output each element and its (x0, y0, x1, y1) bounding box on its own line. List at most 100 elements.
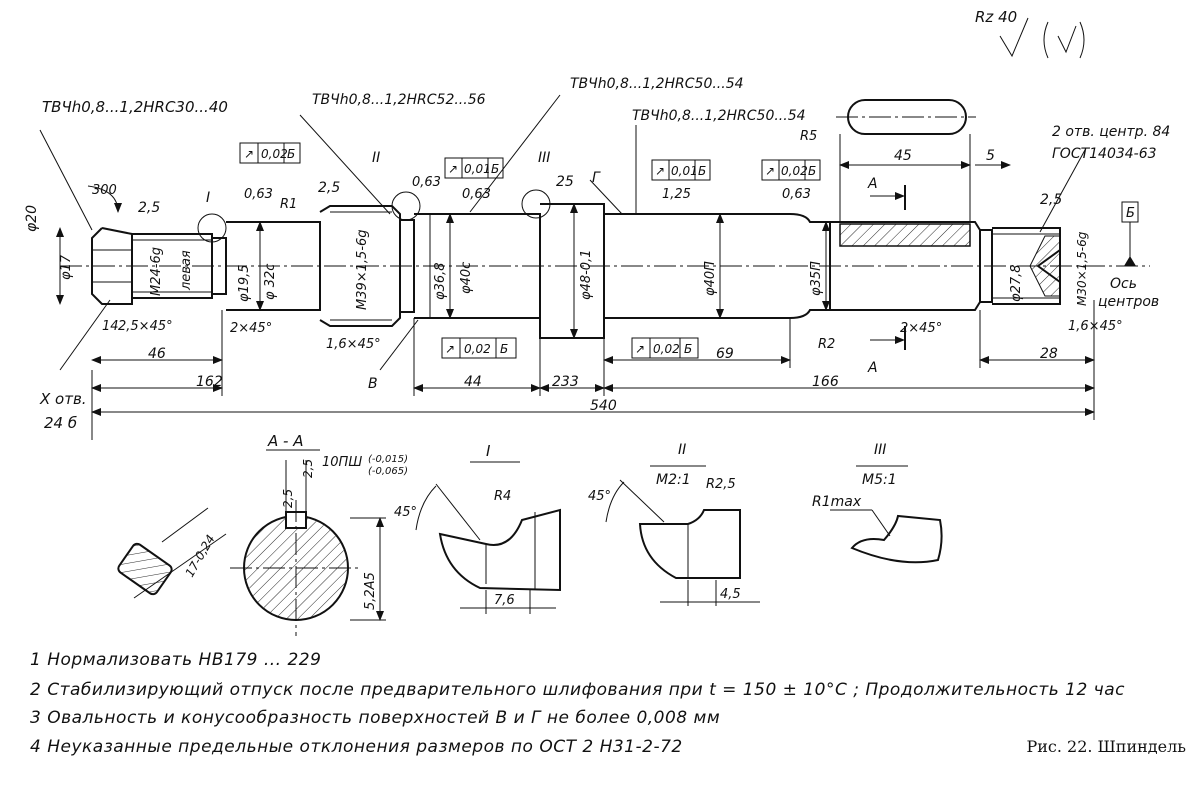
svg-text:45°: 45° (394, 505, 417, 520)
svg-text:0,63: 0,63 (782, 187, 811, 202)
svg-text:1,25: 1,25 (662, 187, 691, 202)
svg-text:Б: Б (1126, 206, 1135, 221)
center-std: ГОСТ14034-63 (1052, 146, 1157, 162)
svg-text:1,6×45°: 1,6×45° (1068, 319, 1123, 334)
svg-text:↗: ↗ (445, 342, 455, 356)
note-1: 1 Нормализовать НВ179 ... 229 (30, 650, 322, 670)
svg-text:2,5: 2,5 (281, 489, 295, 508)
detail-III: III M5:1 R1max (812, 442, 943, 564)
svg-text:7,6: 7,6 (494, 593, 515, 608)
key-view: 17-0,24 (117, 507, 227, 599)
svg-text:↗: ↗ (765, 164, 775, 178)
svg-text:φ17: φ17 (59, 254, 74, 280)
svg-text:45°: 45° (588, 489, 611, 504)
svg-text:2,5×45°: 2,5×45° (118, 319, 173, 334)
svg-text:(-0,065): (-0,065) (368, 466, 408, 477)
svg-text:левая: левая (179, 250, 194, 291)
svg-text:R1max: R1max (812, 494, 862, 510)
svg-text:0,02: 0,02 (261, 147, 288, 161)
svg-text:2,5: 2,5 (1040, 192, 1062, 208)
svg-text:↗: ↗ (244, 147, 254, 161)
svg-text:0,01: 0,01 (464, 162, 491, 176)
svg-text:0,63: 0,63 (412, 175, 441, 190)
svg-text:II: II (678, 442, 686, 458)
svg-text:Б: Б (500, 342, 508, 356)
svg-text:I: I (486, 442, 491, 460)
svg-text:10ПШ: 10ПШ (322, 455, 362, 470)
dimension-lines (39, 94, 1139, 440)
svg-text:центров: центров (1098, 294, 1159, 310)
hardening-left: ТВЧh0,8...1,2HRC30...40 (42, 98, 228, 116)
svg-text:0,63: 0,63 (462, 187, 491, 202)
svg-text:A: A (867, 360, 878, 376)
svg-text:Б: Б (287, 147, 295, 161)
shaft-outline (91, 203, 1061, 339)
svg-text:2×45°: 2×45° (900, 321, 942, 336)
svg-text:0,63: 0,63 (244, 187, 273, 202)
note-4: 4 Неуказанные предельные отклонения разм… (30, 737, 683, 757)
svg-text:233: 233 (552, 374, 579, 390)
detail-II: II M2:1 45° R2,5 4,5 (588, 442, 760, 606)
svg-text:5,2А5: 5,2А5 (363, 572, 378, 610)
roughness-main: Rz 40 (975, 8, 1017, 26)
main-view-labels: ТВЧh0,8...1,2HRC30...40 ТВЧh0,8...1,2HRC… (24, 76, 1170, 432)
svg-text:46: 46 (148, 346, 166, 362)
svg-text:166: 166 (812, 374, 839, 390)
svg-text:0,02: 0,02 (464, 342, 491, 356)
svg-text:25: 25 (556, 174, 574, 190)
svg-text:17-0,24: 17-0,24 (182, 532, 217, 579)
svg-text:φ40П: φ40П (703, 261, 718, 296)
svg-text:R5: R5 (800, 129, 817, 144)
svg-text:4,5: 4,5 (720, 587, 741, 602)
svg-text:M24-6g: M24-6g (149, 247, 164, 296)
svg-text:φ40с: φ40с (459, 262, 474, 294)
hardening-mid: ТВЧh0,8...1,2HRC50...54 (570, 76, 744, 92)
svg-text:162: 162 (196, 374, 223, 390)
center-holes: 2 отв. центр. 84 (1052, 124, 1170, 140)
svg-text:45: 45 (894, 148, 912, 164)
svg-text:R4: R4 (494, 489, 511, 504)
svg-text:φ20: φ20 (24, 205, 40, 232)
svg-text:А - А: А - А (267, 432, 303, 450)
svg-text:28: 28 (1040, 346, 1058, 362)
svg-text:В: В (368, 376, 378, 392)
svg-text:↗: ↗ (448, 162, 458, 176)
figure-caption: Рис. 22. Шпиндель (1026, 737, 1186, 756)
roughness-symbol: Rz 40 (975, 8, 1085, 59)
hardening-right: ТВЧh0,8...1,2HRC50...54 (632, 108, 806, 124)
svg-text:Б: Б (808, 164, 816, 178)
svg-text:φ27,8: φ27,8 (1009, 264, 1024, 302)
svg-text:(-0,015): (-0,015) (368, 454, 408, 465)
svg-text:↗: ↗ (655, 164, 665, 178)
svg-text:0,01: 0,01 (671, 164, 698, 178)
svg-text:0,02: 0,02 (653, 342, 680, 356)
detail-circle-I (197, 213, 227, 243)
detail-circle-II (391, 191, 421, 221)
svg-text:Ось: Ось (1110, 276, 1137, 292)
detail-markers (197, 189, 551, 243)
svg-text:φ48-0,1: φ48-0,1 (579, 250, 594, 300)
svg-text:R2,5: R2,5 (706, 477, 736, 492)
hardening-b: ТВЧh0,8...1,2HRC52...56 (312, 92, 486, 108)
svg-text:φ36,8: φ36,8 (433, 262, 448, 300)
svg-text:Г: Г (592, 170, 601, 186)
detail-I: I 45° R4 7,6 (394, 442, 561, 614)
svg-text:540: 540 (590, 398, 617, 414)
svg-text:2,5: 2,5 (301, 459, 315, 478)
svg-text:Б: Б (491, 162, 499, 176)
svg-text:M39×1,5-6g: M39×1,5-6g (355, 229, 370, 310)
svg-text:Б: Б (684, 342, 692, 356)
svg-text:φ 32с: φ 32с (263, 264, 278, 300)
section-a-a: А - А 10ПШ (-0,015) (-0,065) 2,5 2,5 5,2… (230, 432, 408, 636)
svg-text:A: A (867, 176, 878, 192)
note-2: 2 Стабилизирующий отпуск после предварит… (30, 680, 1125, 700)
svg-text:↗: ↗ (635, 342, 645, 356)
svg-text:5: 5 (986, 148, 995, 164)
holes-label: X отв. (39, 390, 87, 408)
svg-text:14: 14 (102, 319, 119, 334)
svg-text:II: II (372, 150, 380, 166)
svg-text:III: III (874, 442, 886, 458)
svg-text:M2:1: M2:1 (656, 472, 691, 488)
